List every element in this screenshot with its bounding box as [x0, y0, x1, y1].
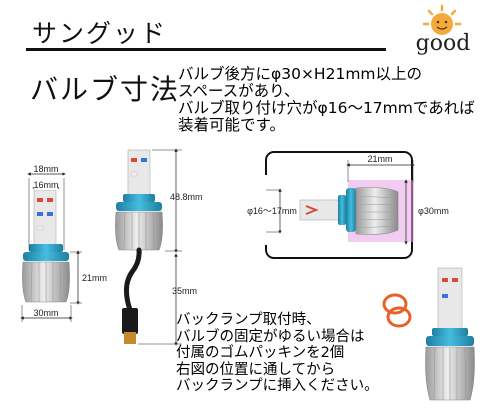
- right-dimensions: 21mm φ16～17mm φ30mm: [247, 154, 449, 245]
- header-rule: [26, 48, 386, 51]
- install-line: バルブの固定がゆるい場合は: [176, 328, 365, 345]
- right-hole-label: φ16～17mm: [247, 206, 297, 216]
- mid-cable-length-label: 35mm: [172, 286, 197, 296]
- install-line: 右図の位置に通してから: [176, 361, 336, 378]
- left-inner-width-label: 16mm: [33, 180, 58, 190]
- intro-line: バルブ取り付け穴がφ16～17mmであれば: [178, 99, 475, 117]
- sun-icon: [422, 4, 462, 35]
- left-base-width-label: 30mm: [33, 308, 58, 318]
- rubber-rings: [382, 293, 412, 328]
- bottom-right-bulb: [425, 267, 475, 401]
- left-top-width-label: 18mm: [33, 164, 58, 174]
- intro-text: バルブ後方にφ30×H21mm以上の スペースがあり、 バルブ取り付け穴がφ16…: [178, 66, 496, 134]
- intro-line: バルブ後方にφ30×H21mm以上の: [178, 65, 423, 83]
- install-notes: バックランプ取付時、 バルブの固定がゆるい場合は 付属のゴムパッキンを2個 右図…: [176, 312, 379, 395]
- intro-line: 装着可能です。: [178, 116, 285, 134]
- right-base-label: φ30mm: [418, 206, 449, 216]
- mid-total-height-label: 48.8mm: [170, 192, 203, 202]
- install-line: 付属のゴムパッキンを2個: [176, 345, 345, 362]
- middle-dimensions: 48.8mm 35mm: [138, 148, 203, 346]
- install-line: バックランプ取付時、: [176, 312, 321, 328]
- logo-wordmark: good: [416, 31, 471, 56]
- left-base-height-label: 21mm: [82, 273, 107, 283]
- right-width-label: 21mm: [367, 154, 392, 164]
- middle-bulb: [115, 149, 163, 344]
- install-line: バックランプに挿入ください。: [176, 378, 379, 395]
- right-fixture: [264, 151, 414, 259]
- left-dimensions: 18mm 16mm 21mm 30mm: [20, 164, 107, 322]
- good-logo: good: [416, 4, 471, 56]
- brand-title: サングッド: [32, 19, 168, 48]
- intro-line: スペースがあり、: [178, 82, 300, 100]
- left-bulb: [22, 189, 70, 303]
- right-bulb-sideways: [299, 187, 399, 235]
- section-title: バルブ寸法: [30, 73, 181, 106]
